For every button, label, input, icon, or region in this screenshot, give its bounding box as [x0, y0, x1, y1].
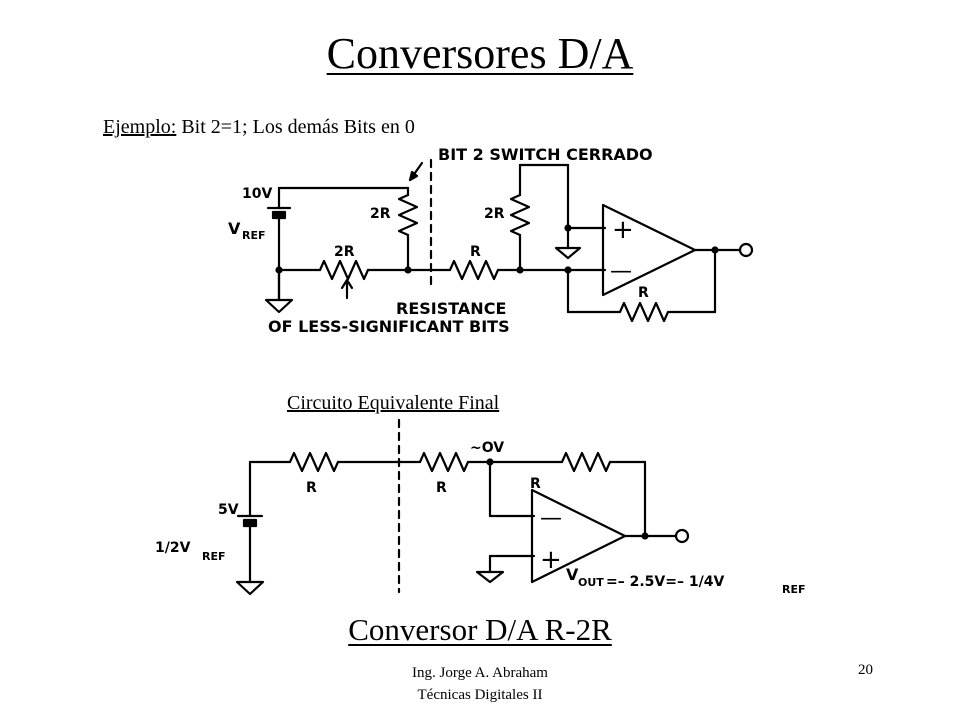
top-circuit	[264, 158, 754, 323]
resistor-2r-series	[318, 259, 370, 281]
example-text: Bit 2=1; Los demás Bits en 0	[176, 116, 415, 138]
vref-sub: REF	[242, 229, 266, 242]
example-label: Ejemplo:	[103, 116, 177, 138]
voltage-sub: REF	[202, 550, 226, 563]
resistor-r-series	[448, 259, 500, 281]
vout-ref: REF	[782, 583, 806, 596]
bottom-opamp	[530, 488, 627, 584]
resistor-feedback-top	[618, 301, 670, 323]
r-series-right-label: R	[470, 244, 481, 260]
slide-title: Conversores D/A	[326, 29, 634, 78]
page-number: 20	[858, 662, 873, 678]
r-vertical-right-label: 2R	[484, 206, 505, 222]
top-opamp	[601, 203, 697, 297]
bottom-opamp-plus: +	[540, 545, 562, 575]
vout-expr: =– 2.5V=– 1/4V	[606, 574, 724, 590]
gnd-bottom-right-icon	[475, 570, 505, 584]
vout-sub: OUT	[578, 576, 604, 589]
example-caption: Ejemplo: Bit 2=1; Los demás Bits en 0	[103, 116, 415, 139]
resistor-feedback-bottom	[560, 451, 612, 473]
footer: Ing. Jorge A. Abraham Técnicas Digitales…	[0, 662, 960, 706]
gnd-left-icon	[264, 298, 294, 314]
note-line-1: RESISTANCE	[396, 299, 506, 318]
vref-v: V	[228, 219, 241, 238]
resistance-pointer-arrow	[340, 278, 354, 290]
vout-v: V	[566, 565, 579, 584]
r-feedback-bottom-label: R	[530, 476, 541, 492]
top-opamp-minus: —	[610, 259, 632, 284]
bottom-opamp-minus: —	[540, 506, 562, 531]
bottom-circuit	[235, 418, 690, 596]
vref-value: 10V	[242, 186, 272, 202]
resistor-r1-bottom	[288, 451, 340, 473]
bottom-output-terminal	[674, 528, 690, 544]
r-feedback-top-label: R	[638, 285, 649, 301]
resistor-2r-vertical-left	[397, 193, 419, 237]
bottom-title: Conversor D/A R-2R	[348, 612, 612, 647]
switch-arrow-head	[408, 170, 419, 182]
switch-label: BIT 2 SWITCH CERRADO	[438, 145, 653, 164]
node-label: ~OV	[470, 440, 504, 456]
r-vertical-left-label: 2R	[370, 206, 391, 222]
note-line-2: OF LESS-SIGNIFICANT BITS	[268, 317, 510, 336]
gnd-bottom-left-icon	[235, 580, 265, 596]
equivalent-circuit-title: Circuito Equivalente Final	[287, 392, 500, 414]
gnd-top-right-icon	[554, 246, 582, 260]
r-series-left-label: 2R	[334, 244, 355, 260]
footer-author: Ing. Jorge A. Abraham	[412, 665, 548, 681]
resistor-2r-vertical-right	[509, 193, 531, 237]
resistor-r2-bottom	[418, 451, 470, 473]
voltage-value: 5V	[218, 502, 239, 518]
footer-course: Técnicas Digitales II	[417, 687, 543, 703]
r2-bottom-label: R	[436, 480, 447, 496]
top-opamp-plus: +	[612, 215, 634, 245]
r1-bottom-label: R	[306, 480, 317, 496]
voltage-main: 1/2V	[155, 540, 191, 556]
top-output-terminal	[738, 242, 754, 258]
